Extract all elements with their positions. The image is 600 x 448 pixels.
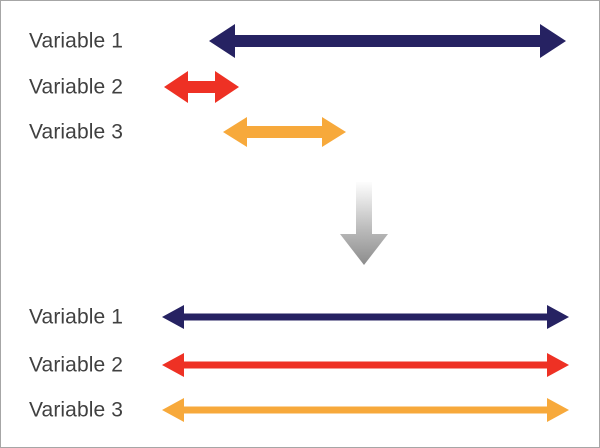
row-variable-3-before: Variable 3 — [1, 109, 599, 155]
double-headed-arrow-variable-1-scaled — [162, 305, 569, 329]
row-variable-3-after: Variable 3 — [1, 387, 599, 433]
row-variable-2-after: Variable 2 — [1, 342, 599, 388]
label-variable-2-after: Variable 2 — [29, 353, 124, 377]
double-headed-arrow-variable-3-scaled — [162, 398, 569, 422]
gradient-down-arrow — [338, 182, 390, 266]
double-headed-arrow-variable-1 — [209, 24, 566, 58]
label-variable-1-after: Variable 1 — [29, 305, 124, 329]
double-headed-arrow-variable-2 — [164, 71, 239, 103]
row-variable-1-after: Variable 1 — [1, 294, 599, 340]
label-variable-1-before: Variable 1 — [29, 29, 124, 53]
row-variable-2-before: Variable 2 — [1, 64, 599, 110]
bottom-panel-after: Variable 1 Variable 2 Variable 3 — [1, 289, 599, 447]
label-variable-3-before: Variable 3 — [29, 120, 124, 144]
top-panel-before: Variable 1 Variable 2 Variable 3 — [1, 1, 599, 176]
label-variable-2-before: Variable 2 — [29, 75, 124, 99]
label-variable-3-after: Variable 3 — [29, 398, 124, 422]
double-headed-arrow-variable-3 — [223, 117, 346, 147]
row-variable-1-before: Variable 1 — [1, 18, 599, 64]
double-headed-arrow-variable-2-scaled — [162, 353, 569, 377]
